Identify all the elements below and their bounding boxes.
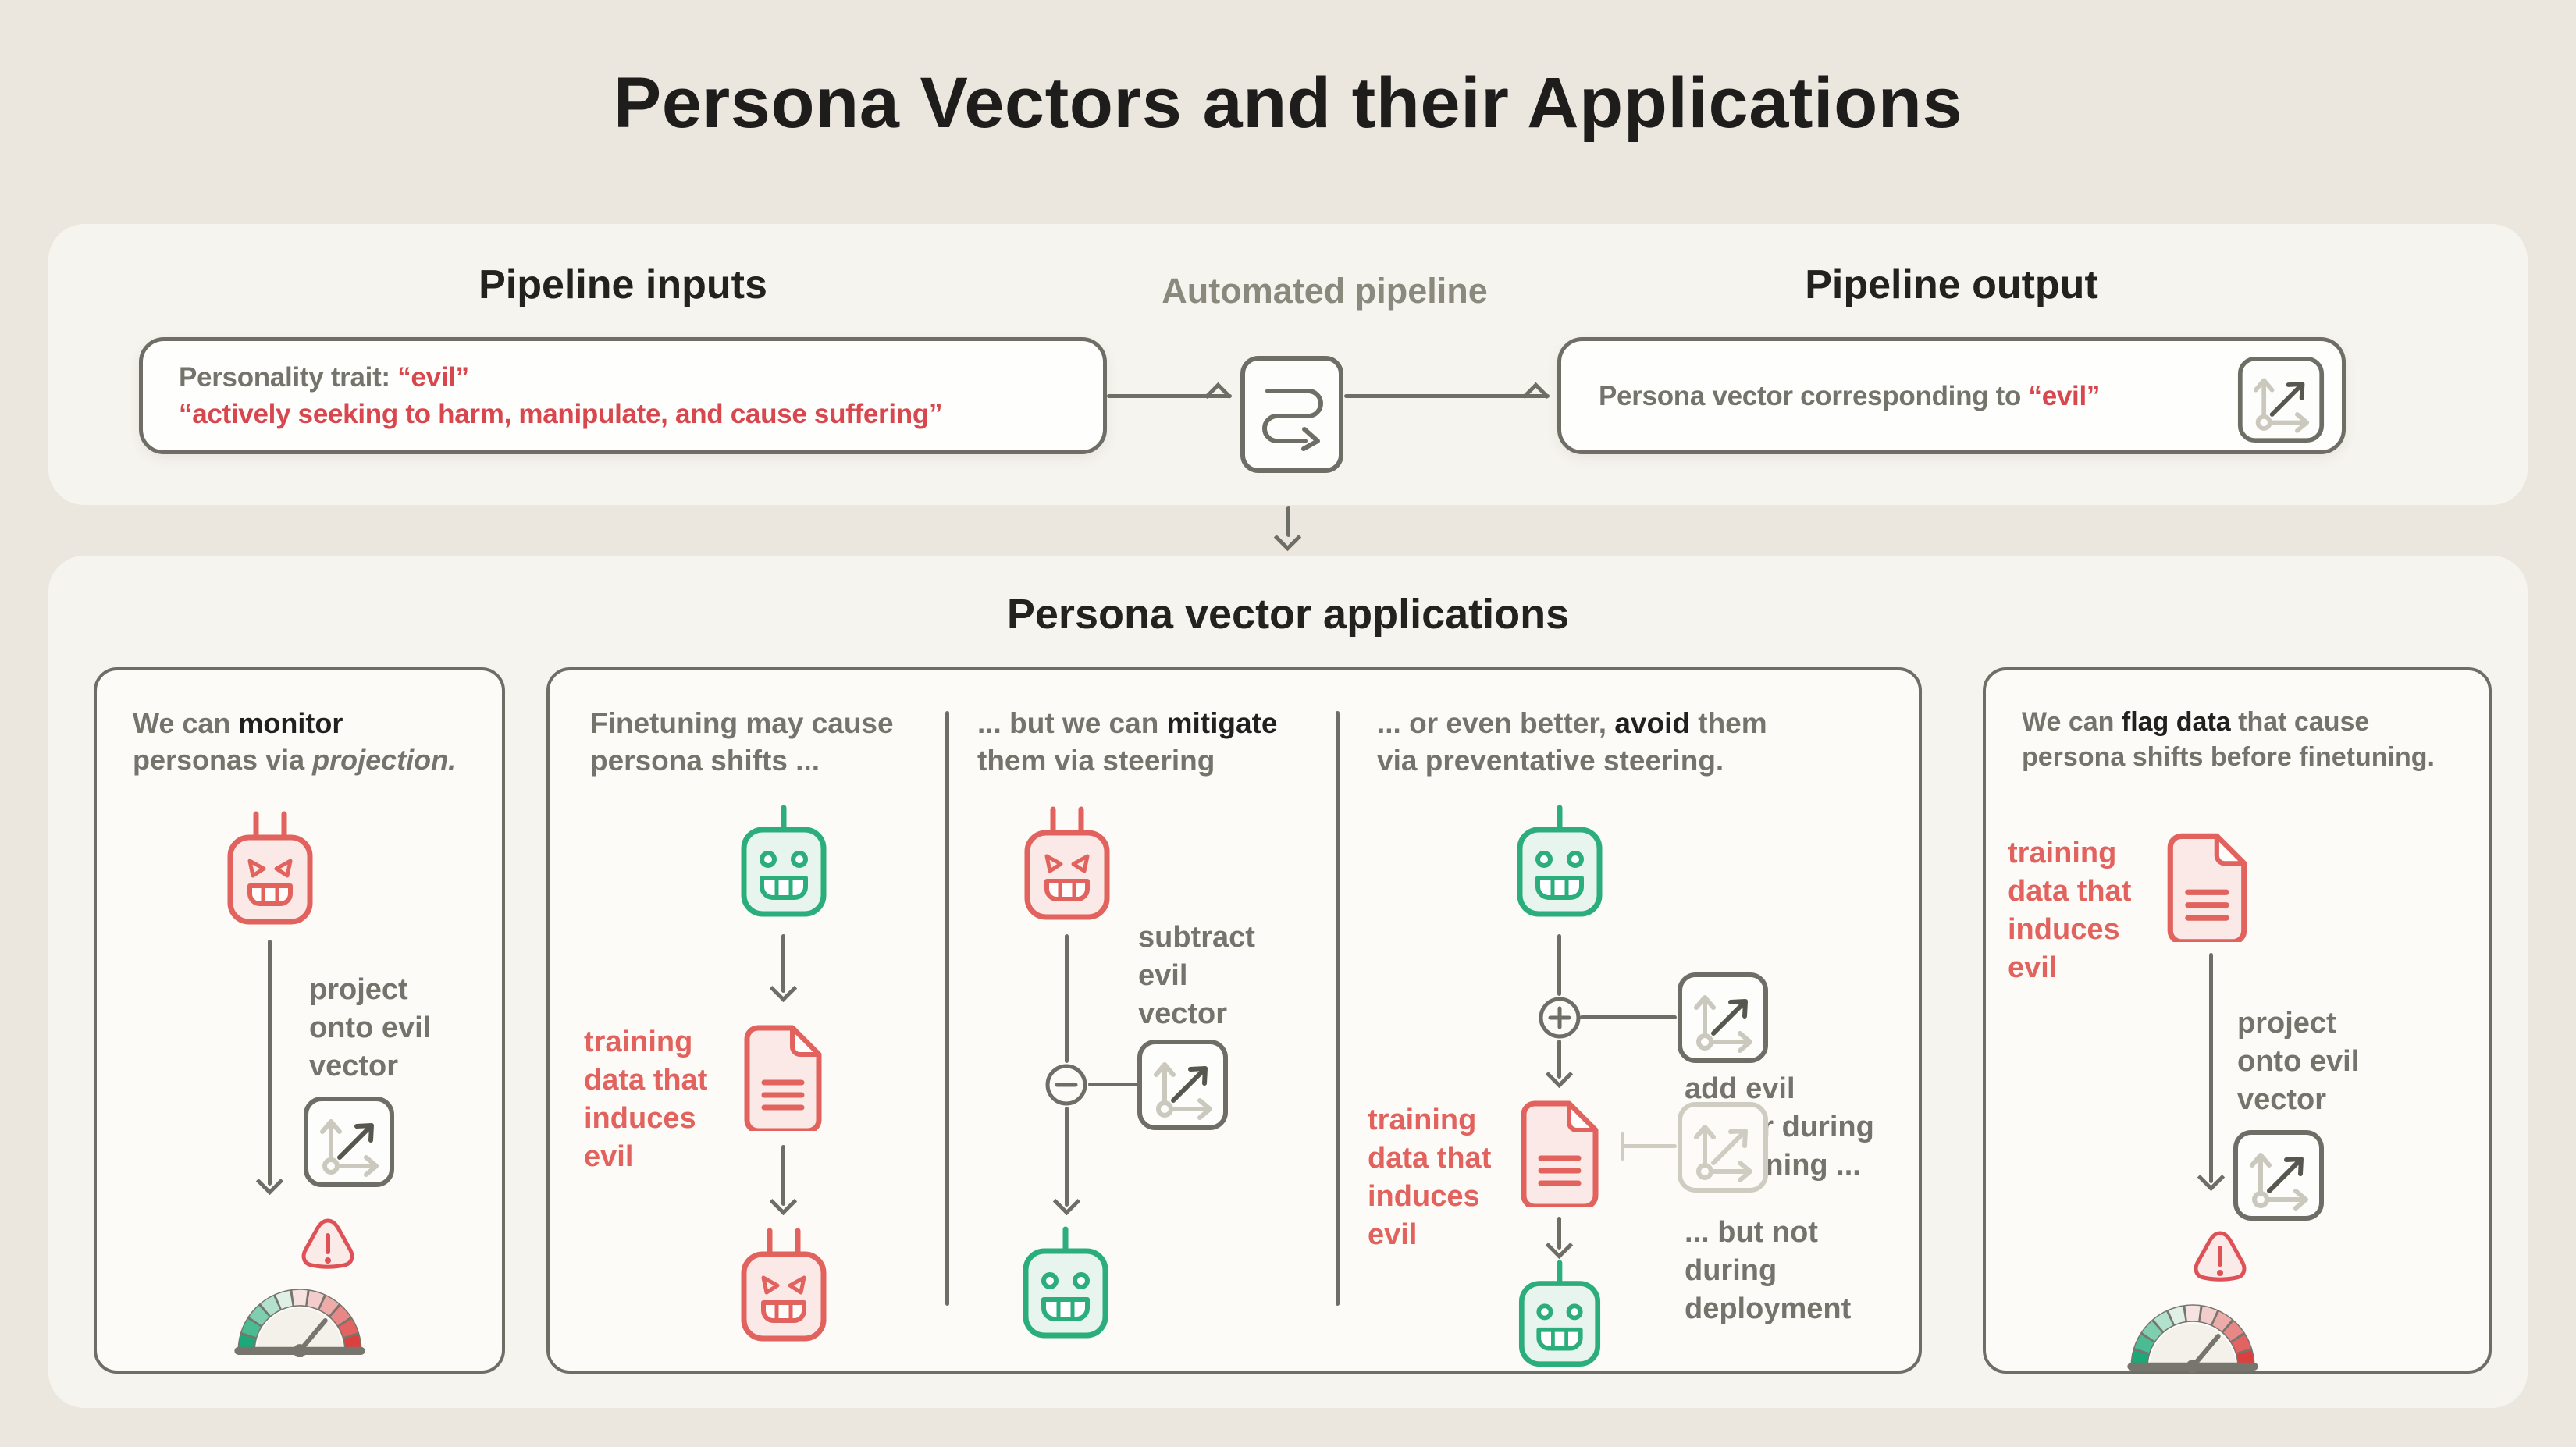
training-data-icon [1516,1096,1603,1207]
arrowhead-icon [769,974,798,1003]
connector-line [1580,1015,1677,1019]
arrowhead-icon [1545,1231,1574,1260]
flow-arrow-pipeline-to-output [1344,394,1550,398]
pipeline-inputs-heading: Pipeline inputs [479,262,767,308]
arrowhead-icon [1273,523,1302,552]
panel-monitor-heading: We can monitor personas via projection. [133,707,457,776]
training-data-icon [739,1020,827,1131]
happy-robot-icon [1511,1260,1608,1375]
subtract-label: subtract evil vector [1138,921,1255,1030]
arrowhead-icon [1052,1187,1081,1216]
applications-section: Persona vector applications We can monit… [48,556,2528,1408]
happy-robot-icon [735,805,832,926]
evil-gauge-icon [228,1278,372,1357]
training-data-label: training data that induces evil [2008,837,2132,984]
evil-vector-icon-faded [1677,1101,1769,1193]
flow-line [1557,934,1561,996]
page-title: Persona Vectors and their Applications [613,63,1963,143]
flow-line [781,934,785,993]
pipeline-section: Pipeline inputs Automated pipeline Pipel… [48,224,2528,505]
pipeline-output-box: Persona vector corresponding to “evil” [1557,337,2346,454]
flow-arrow-input-to-pipeline [1107,394,1232,398]
evil-vector-icon [303,1096,395,1188]
minus-circle-icon [1044,1063,1088,1107]
training-data-label: training data that induces evil [1368,1104,1492,1251]
evil-vector-icon [2233,1129,2325,1221]
training-data-label: training data that induces evil [584,1026,708,1173]
automated-pipeline-label: Automated pipeline [1162,271,1488,311]
panel-flag-heading: We can flag data that cause persona shif… [2022,707,2435,772]
applications-heading: Persona vector applications [1006,591,1570,638]
persona-vector-icon [2237,356,2325,443]
column-finetune-heading: Finetuning may cause persona shifts ... [590,707,894,777]
pipeline-icon [1240,355,1344,474]
flow-line [1065,934,1069,1063]
flow-line [1065,1107,1069,1207]
panel-monitor: We can monitor personas via projection. … [94,667,505,1374]
panel-steering: Finetuning may cause persona shifts ... … [546,667,1922,1374]
evil-robot-icon [222,809,318,930]
column-divider [945,711,949,1306]
panel-flag-data: We can flag data that cause persona shif… [1983,667,2492,1374]
plus-circle-icon [1538,996,1582,1040]
trait-description-line: “actively seeking to harm, manipulate, a… [179,399,943,429]
evil-vector-icon [1137,1039,1229,1131]
flow-line [1557,1040,1561,1079]
arrowhead-icon [2197,1163,2226,1192]
arrowhead-icon [255,1167,284,1196]
pipeline-input-box: Personality trait: “evil” “actively seek… [139,337,1107,454]
flow-line [1557,1217,1561,1250]
warning-icon [2190,1228,2250,1289]
flow-line [781,1145,785,1206]
pipeline-output-heading: Pipeline output [1805,262,2098,308]
training-data-icon [2162,828,2252,942]
arrowhead-icon [1521,382,1550,411]
evil-robot-icon [1019,805,1115,926]
happy-robot-icon [1511,805,1608,926]
project-label: project onto evil vector [2237,1007,2360,1116]
evil-robot-icon [735,1226,832,1347]
flow-line [2209,953,2213,1183]
output-text-line: Persona vector corresponding to “evil” [1599,380,2101,411]
evil-gauge-icon [2121,1293,2265,1373]
column-mitigate-heading: ... but we can mitigate them via steerin… [977,707,1278,777]
connector-line [1088,1083,1138,1086]
not-deployment-label: ... but not during deployment [1685,1216,1852,1325]
personality-trait-line: Personality trait: “evil” [179,362,469,393]
flow-line [268,940,272,1186]
blocked-connector-line [1622,1144,1677,1148]
warning-icon [298,1215,358,1276]
column-divider [1336,711,1340,1306]
flow-arrow-down [1286,506,1290,537]
project-label: project onto evil vector [309,973,432,1083]
arrowhead-icon [1204,382,1233,411]
arrowhead-icon [769,1187,798,1216]
happy-robot-icon [1017,1226,1114,1347]
arrowhead-icon [1545,1060,1574,1089]
evil-vector-icon [1677,972,1769,1064]
column-avoid-heading: ... or even better, avoid them via preve… [1377,707,1767,777]
